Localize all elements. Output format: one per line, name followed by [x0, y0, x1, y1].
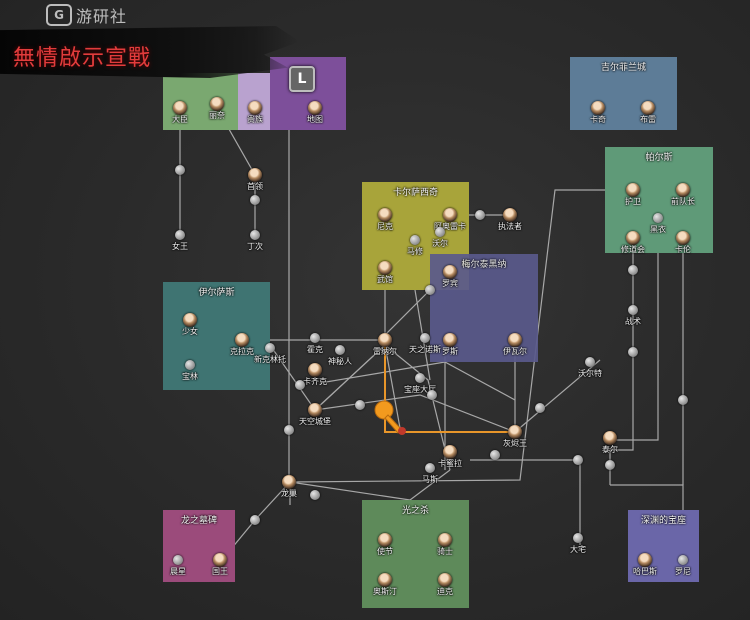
group-title: 帕尔斯 [645, 153, 673, 163]
group-title: 梅尔泰黑纳 [461, 260, 507, 270]
group-title: 卡尔萨西奇 [392, 188, 438, 198]
group-pars: 帕尔斯 [605, 147, 713, 253]
l-key-hint[interactable]: L [289, 66, 315, 92]
group-title: 龙之墓碑 [180, 516, 217, 526]
group-ilsas: 伊尔萨斯 [163, 282, 270, 390]
page-title: 無情啟示宣戰 [13, 46, 152, 71]
group-gilphelan: 吉尔菲兰城 [570, 57, 677, 130]
watermark-text: 游研社 [76, 7, 128, 26]
group-title: 深渊的宝座 [640, 516, 686, 526]
watermark-logo-icon: G [46, 4, 72, 26]
group-title: 吉尔菲兰城 [600, 63, 646, 73]
group-title: 伊尔萨斯 [198, 288, 235, 298]
group-light-kill: 光之杀 [362, 500, 469, 608]
group-abyss-throne: 深渊的宝座 [628, 510, 699, 582]
group-title: 光之杀 [401, 506, 429, 516]
group-dragon-tomb: 龙之墓碑 [163, 510, 235, 582]
watermark: G 游研社 [46, 0, 127, 30]
cursor-pin-icon [374, 400, 406, 435]
title-banner [0, 26, 300, 78]
